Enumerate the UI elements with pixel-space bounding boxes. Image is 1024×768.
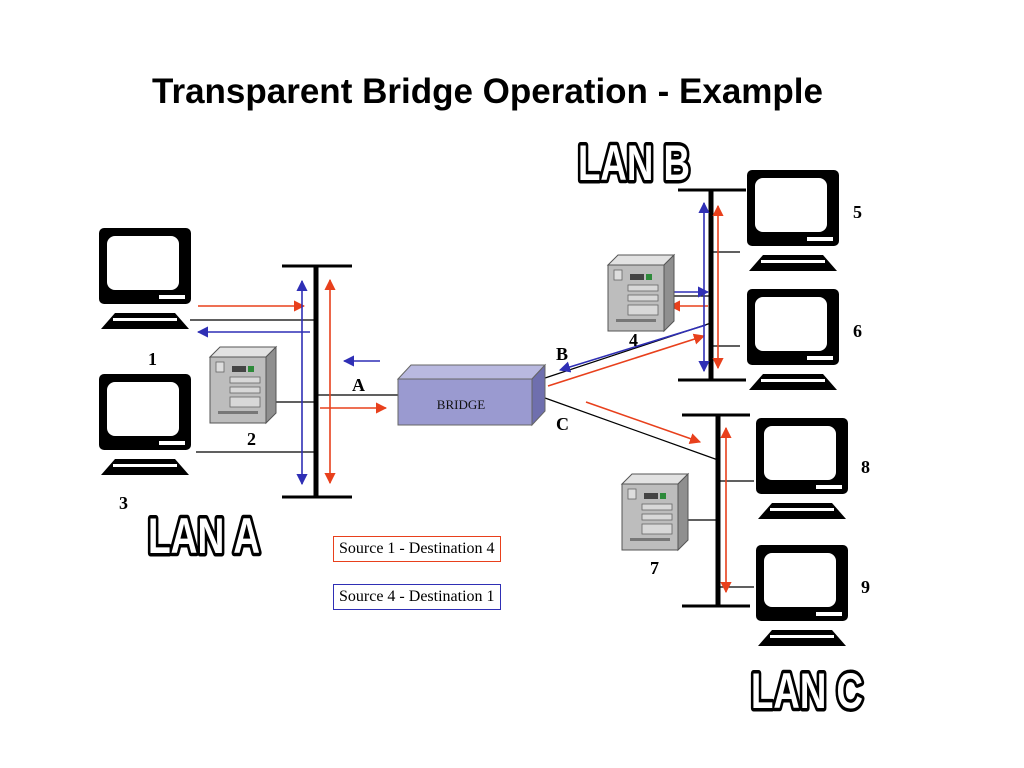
- red-arrow: [585, 401, 702, 444]
- server-icon: [209, 346, 277, 424]
- bridge-device: BRIDGE: [396, 363, 547, 427]
- node-3-label: 3: [119, 493, 128, 513]
- legend-source4-destination1: Source 4 - Destination 1: [333, 584, 501, 610]
- port-a-label: A: [352, 375, 365, 395]
- server-icon: [607, 254, 675, 332]
- monitor-icon: [747, 170, 839, 271]
- monitor-icon: [99, 228, 191, 329]
- monitor-icon: [747, 289, 839, 390]
- legend-source1-destination4: Source 1 - Destination 4: [333, 536, 501, 562]
- port-c-label: C: [556, 414, 569, 434]
- node-1-label: 1: [148, 349, 157, 369]
- monitor-icon: [756, 418, 848, 519]
- port-b-label: B: [556, 344, 568, 364]
- blue-arrow: [558, 324, 707, 373]
- monitor-icon: [99, 374, 191, 475]
- lan-c-label: LAN C: [751, 663, 863, 719]
- lan-a-bus: [282, 264, 352, 499]
- lan-b-bus: [678, 188, 746, 382]
- lan-a-label: LAN A: [148, 508, 260, 564]
- node-7-label: 7: [650, 558, 659, 578]
- monitor-icon: [756, 545, 848, 646]
- slide-title: Transparent Bridge Operation - Example: [152, 72, 823, 111]
- node-4-label: 4: [629, 330, 638, 350]
- server-icon: [621, 473, 689, 551]
- path-source1-dest4: [198, 204, 732, 594]
- bridge-label: BRIDGE: [437, 397, 485, 412]
- lan-c-bus: [682, 413, 750, 608]
- path-source4-dest1: [196, 201, 710, 486]
- lan-b-label: LAN B: [578, 135, 690, 191]
- node-8-label: 8: [861, 457, 870, 477]
- node-5-label: 5: [853, 202, 862, 222]
- red-arrow: [547, 333, 706, 387]
- node-2-label: 2: [247, 429, 256, 449]
- node-6-label: 6: [853, 321, 862, 341]
- node-9-label: 9: [861, 577, 870, 597]
